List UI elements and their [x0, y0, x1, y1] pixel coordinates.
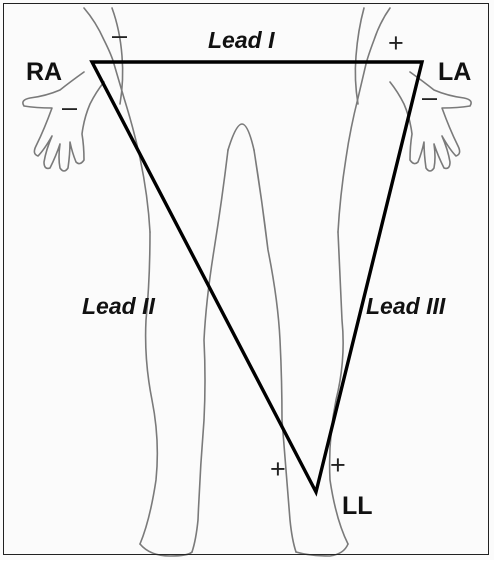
lead-ii-negative-sign: – [62, 92, 77, 122]
right-foot [140, 544, 192, 556]
body-outline [23, 8, 471, 556]
lead-i-negative-sign: – [112, 20, 127, 50]
right-leg-inner [192, 150, 228, 552]
right-leg-outer [140, 232, 157, 544]
electrode-la-label: LA [438, 58, 471, 86]
torso-right-side [338, 8, 390, 232]
left-leg-inner [254, 150, 296, 552]
einthoven-triangle [92, 62, 422, 492]
electrode-ra-label: RA [26, 58, 62, 86]
electrode-ll-label: LL [342, 492, 373, 520]
crotch [228, 124, 254, 150]
lead-iii-negative-sign: – [422, 82, 437, 112]
lead-iii-label: Lead III [366, 293, 446, 319]
lead-i-label: Lead I [208, 27, 275, 53]
lead-ii-positive-sign: + [270, 454, 286, 484]
lead-iii-positive-sign: + [330, 450, 346, 480]
lead-i-positive-sign: + [388, 28, 404, 58]
lead-ii-label: Lead II [82, 293, 155, 319]
left-foot [296, 544, 348, 556]
